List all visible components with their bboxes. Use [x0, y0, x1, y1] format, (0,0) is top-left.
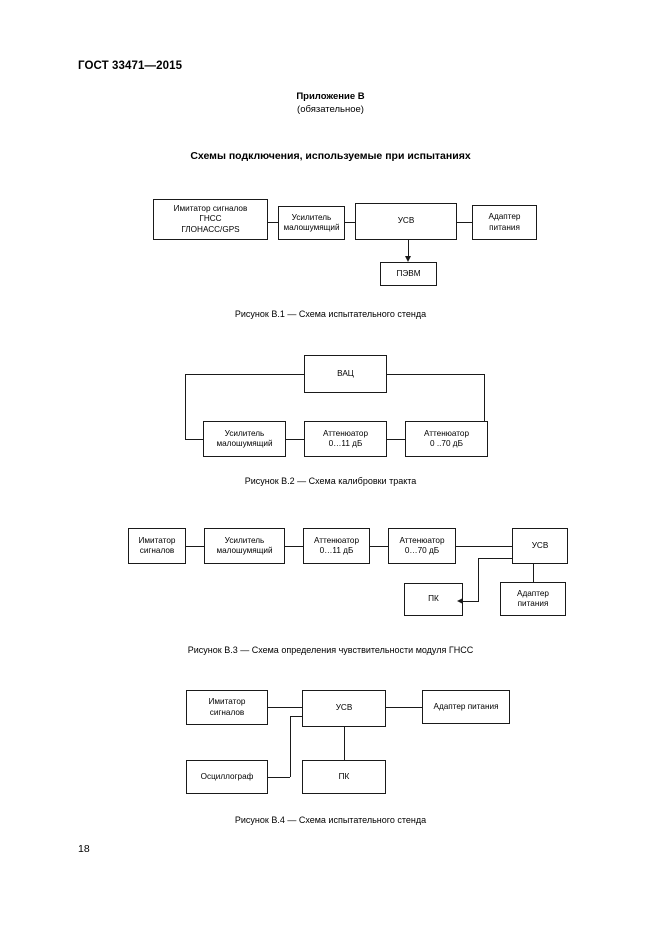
node-label: Адаптер питания: [433, 701, 499, 711]
node-label: Усилитель малошумящий: [216, 535, 273, 556]
wire-usv-elbow-top: [478, 558, 512, 559]
wire-right-down: [484, 374, 485, 439]
node-label: ВАЦ: [337, 368, 354, 378]
wire-left-to-lna: [185, 439, 203, 440]
wire-sim-to-lna: [268, 222, 278, 223]
figure-b2-caption: Рисунок В.2 — Схема калибровки тракта: [244, 476, 417, 486]
wire-att11-to-att70: [370, 546, 388, 547]
standard-designation: ГОСТ 33471—2015: [78, 60, 183, 72]
node-label: УСВ: [397, 216, 415, 226]
node-attenuator-11: Аттенюатор 0…11 дБ: [303, 528, 370, 564]
node-label: УСВ: [335, 703, 353, 713]
wire-lna-to-att11: [285, 546, 303, 547]
node-label: Аттенюатор 0…11 дБ: [322, 428, 369, 449]
node-label: Аттенюатор 0 ..70 дБ: [423, 428, 470, 449]
node-label: ПК: [428, 594, 439, 604]
node-usv: УСВ: [355, 203, 457, 240]
node-pk: ПК: [404, 583, 463, 616]
wire-usv-to-adapter: [457, 222, 472, 223]
wire-usv-elbow-vert: [478, 558, 479, 601]
node-label: Осциллограф: [200, 771, 254, 781]
wire-osc-right: [268, 777, 290, 778]
node-label: Адаптер питания: [517, 588, 549, 609]
node-power-adapter: Адаптер питания: [472, 205, 537, 240]
node-attenuator-70: Аттенюатор 0 ..70 дБ: [405, 421, 488, 457]
node-signal-simulator: Имитатор сигналов ГНСС ГЛОНАСС/GPS: [153, 199, 268, 240]
node-label: Усилитель малошумящий: [216, 428, 273, 449]
wire-vac-right: [387, 374, 485, 375]
wire-usv-to-pevm: [408, 240, 409, 259]
node-attenuator-70: Аттенюатор 0…70 дБ: [388, 528, 456, 564]
node-label: УСВ: [531, 540, 549, 550]
node-label: Имитатор сигналов: [208, 697, 246, 717]
node-low-noise-amplifier: Усилитель малошумящий: [203, 421, 286, 457]
node-label: Усилитель малошумящий: [283, 212, 340, 233]
node-pevm: ПЭВМ: [380, 262, 437, 286]
node-signal-simulator: Имитатор сигналов: [128, 528, 186, 564]
figure-b3-caption: Рисунок В.3 — Схема определения чувствит…: [187, 645, 474, 655]
wire-sim-to-usv: [268, 707, 302, 708]
page-number: 18: [78, 843, 90, 855]
node-pk: ПК: [302, 760, 386, 794]
wire-att70-to-usv: [456, 546, 512, 547]
wire-osc-to-usv: [290, 716, 302, 717]
wire-lna-to-att11: [286, 439, 304, 440]
wire-usv-to-adapter: [386, 707, 422, 708]
wire-osc-elbow-vert: [290, 716, 291, 777]
figure-b1-caption: Рисунок В.1 — Схема испытательного стенд…: [234, 309, 427, 319]
appendix-obligation: (обязательное): [297, 104, 364, 115]
node-label: Имитатор сигналов ГНСС ГЛОНАСС/GPS: [173, 203, 248, 234]
figure-b4-caption: Рисунок В.4 — Схема испытательного стенд…: [234, 815, 427, 825]
node-label: Адаптер питания: [488, 212, 521, 232]
appendix-label: Приложение В: [296, 91, 365, 102]
node-vac: ВАЦ: [304, 355, 387, 393]
section-title: Схемы подключения, используемые при испы…: [190, 150, 471, 162]
node-usv: УСВ: [512, 528, 568, 564]
node-label: ПК: [338, 771, 350, 781]
node-label: ПЭВМ: [396, 268, 421, 278]
wire-lna-to-usv: [345, 222, 355, 223]
wire-left-down: [185, 374, 186, 439]
appendix-heading: Приложение В (обязательное): [0, 90, 661, 116]
node-power-adapter: Адаптер питания: [422, 690, 510, 724]
node-signal-simulator: Имитатор сигналов: [186, 690, 268, 725]
node-label: Аттенюатор 0…11 дБ: [313, 535, 360, 556]
wire-att11-to-att70: [387, 439, 405, 440]
node-low-noise-amplifier: Усилитель малошумящий: [204, 528, 285, 564]
wire-elbow-to-pk: [463, 601, 479, 602]
node-label: Аттенюатор 0…70 дБ: [399, 535, 445, 556]
node-attenuator-11: Аттенюатор 0…11 дБ: [304, 421, 387, 457]
arrow-to-pk-icon: [457, 598, 463, 604]
wire-usv-to-adapter: [533, 564, 534, 582]
node-label: Имитатор сигналов: [138, 535, 176, 556]
wire-vac-left: [185, 374, 304, 375]
node-low-noise-amplifier: Усилитель малошумящий: [278, 206, 345, 240]
node-oscilloscope: Осциллограф: [186, 760, 268, 794]
wire-sim-to-lna: [186, 546, 204, 547]
node-usv: УСВ: [302, 690, 386, 727]
node-power-adapter: Адаптер питания: [500, 582, 566, 616]
arrow-usv-to-pevm-icon: [405, 256, 411, 262]
wire-usv-to-pk: [344, 727, 345, 760]
